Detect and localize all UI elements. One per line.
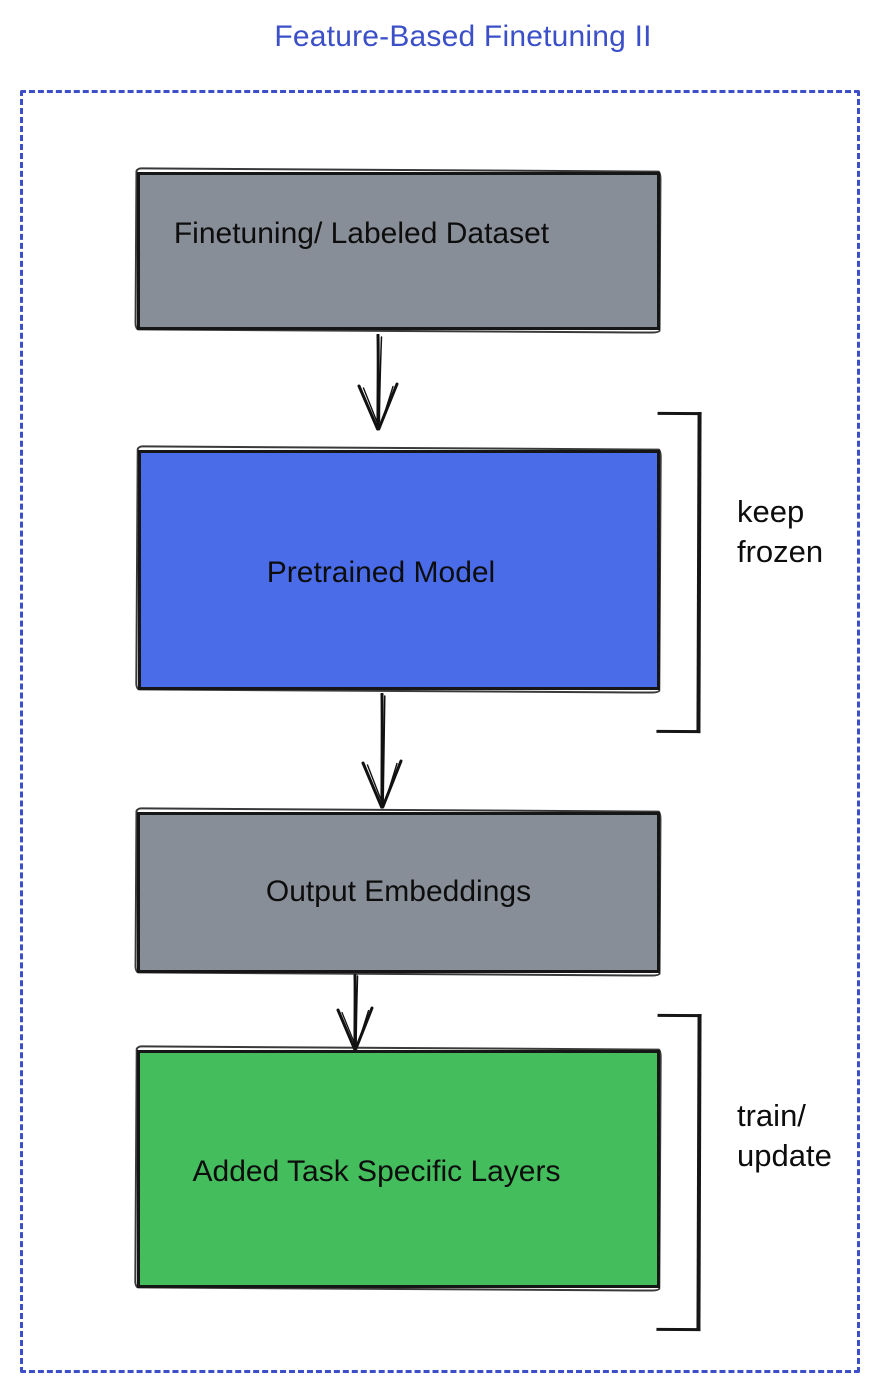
bracket-train-update — [656, 1013, 702, 1332]
node-pretrained-model-label: Pretrained Model — [266, 555, 496, 589]
node-finetuning-dataset-label: Finetuning/ Labeled Dataset — [173, 216, 550, 250]
annotation-line: train/ — [737, 1098, 806, 1133]
arrow-down-3 — [327, 974, 387, 1052]
dashed-frame — [20, 90, 860, 1373]
annotation-line: update — [737, 1138, 832, 1173]
annotation-line: keep — [737, 494, 805, 529]
node-output-embeddings: Output Embeddings — [137, 812, 660, 973]
node-finetuning-dataset: Finetuning/ Labeled Dataset — [137, 172, 660, 330]
node-task-specific-layers: Added Task Specific Layers — [137, 1050, 660, 1288]
arrow-down-1 — [350, 334, 410, 432]
bracket-keep-frozen — [656, 411, 702, 734]
node-pretrained-model: Pretrained Model — [138, 450, 660, 690]
diagram-title: Feature-Based Finetuning II — [274, 20, 652, 53]
node-output-embeddings-label: Output Embeddings — [265, 875, 532, 909]
annotation-line: frozen — [737, 534, 824, 569]
node-task-specific-layers-label: Added Task Specific Layers — [192, 1154, 561, 1188]
annotation-train-update: train/ update — [737, 1096, 832, 1176]
annotation-keep-frozen: keep frozen — [737, 492, 823, 572]
arrow-down-2 — [354, 693, 414, 810]
